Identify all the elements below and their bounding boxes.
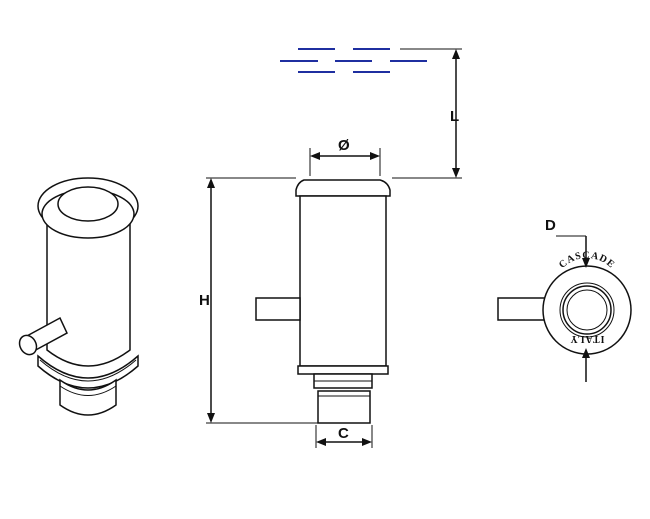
dimension-C: C [315,425,373,448]
label-C: C [338,425,349,442]
perspective-view [18,177,139,416]
front-elevation [255,179,391,424]
water-level-lines [280,48,427,73]
label-D: D [545,217,556,234]
label-L: L [450,108,459,125]
brand-text-bottom: ITALY [569,333,604,344]
dimension-diameter: Ø [309,137,381,176]
top-view: CASCADE ITALY [497,250,632,355]
label-diameter: Ø [338,137,350,154]
dimension-H: H [199,177,318,424]
dimension-L: L [392,48,462,179]
dimension-D: D [545,217,590,382]
label-H: H [199,292,210,309]
